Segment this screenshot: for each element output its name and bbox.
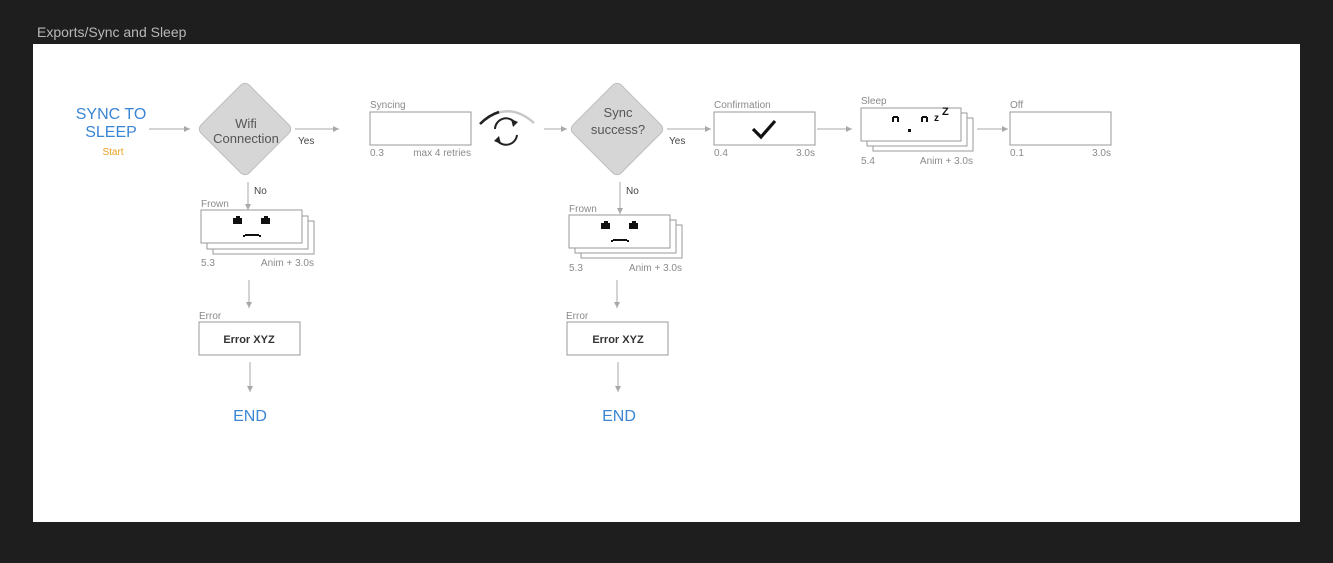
wifi-yes-label: Yes [298, 136, 314, 147]
success-decision: Sync success? [570, 82, 664, 176]
syncing-left: 0.3 [370, 148, 384, 159]
start-label-line1: SYNC TO [76, 106, 147, 123]
error1-text: Error XYZ [223, 334, 275, 346]
frown-screen-1: Frown 5.3 Anim + 3.0s [200, 199, 315, 269]
start-sublabel: Start [102, 147, 123, 158]
checkmark-icon [751, 119, 777, 140]
success-diamond [570, 82, 664, 176]
end-label-1: END [233, 408, 267, 425]
sleep-screen: Sleep z Z 5.4 Anim + 3.0s [860, 96, 974, 167]
confirmation-screen: Confirmation 0.4 3.0s [713, 100, 816, 159]
wifi-label-line1: Wifi [235, 116, 257, 131]
error2-title: Error [566, 311, 589, 322]
confirmation-display [713, 111, 816, 146]
syncing-right: max 4 retries [413, 148, 471, 159]
frown-face-icon [601, 221, 638, 242]
success-yes-label: Yes [669, 136, 685, 147]
frame-title: Exports/Sync and Sleep [37, 24, 187, 40]
confirmation-right: 3.0s [796, 148, 815, 159]
confirmation-title: Confirmation [714, 100, 771, 111]
syncing-screen: Syncing 0.3 max 4 retries [369, 100, 472, 159]
success-label-line1: Sync [604, 105, 633, 120]
frown2-right: Anim + 3.0s [629, 263, 682, 274]
off-title: Off [1010, 100, 1023, 111]
sleep-right: Anim + 3.0s [920, 156, 973, 167]
wifi-no-label: No [254, 186, 267, 197]
off-display [1009, 111, 1112, 146]
error2-display [566, 321, 669, 356]
error1-title: Error [199, 311, 222, 322]
frown-face-icon [233, 216, 270, 237]
error1-display [198, 321, 301, 356]
frown2-display [568, 214, 671, 249]
off-screen: Off 0.1 3.0s [1009, 100, 1112, 159]
off-left: 0.1 [1010, 148, 1024, 159]
success-label-line2: success? [591, 122, 645, 137]
retry-loop-arc-dark [479, 110, 500, 125]
frown1-left: 5.3 [201, 258, 215, 269]
end-label-2: END [602, 408, 636, 425]
sleep-title: Sleep [861, 96, 887, 107]
success-no-label: No [626, 186, 639, 197]
start-node: SYNC TO SLEEP Start [76, 106, 147, 158]
frown1-right: Anim + 3.0s [261, 258, 314, 269]
wifi-diamond [198, 82, 292, 176]
svg-text:Z: Z [942, 106, 949, 118]
syncing-display [369, 111, 472, 146]
syncing-title: Syncing [370, 100, 406, 111]
sleeping-face-icon: z Z [892, 106, 949, 132]
start-label-line2: SLEEP [85, 124, 137, 141]
wifi-decision: Wifi Connection [198, 82, 292, 176]
sync-icon [494, 117, 518, 146]
svg-text:z: z [934, 113, 939, 124]
sleep-left: 5.4 [861, 156, 875, 167]
sleep-display [860, 107, 962, 142]
error-screen-1: Error Error XYZ [198, 311, 301, 356]
error-screen-2: Error Error XYZ [566, 311, 669, 356]
off-right: 3.0s [1092, 148, 1111, 159]
frown2-title: Frown [569, 204, 597, 215]
frown1-display [200, 209, 303, 244]
frown1-title: Frown [201, 199, 229, 210]
frown2-left: 5.3 [569, 263, 583, 274]
frown-screen-2: Frown 5.3 Anim + 3.0s [568, 204, 683, 274]
diagram-canvas: SYNC TO SLEEP Start Wifi Connection Yes … [33, 44, 1300, 522]
error2-text: Error XYZ [592, 334, 644, 346]
confirmation-left: 0.4 [714, 148, 728, 159]
wifi-label-line2: Connection [213, 131, 279, 146]
